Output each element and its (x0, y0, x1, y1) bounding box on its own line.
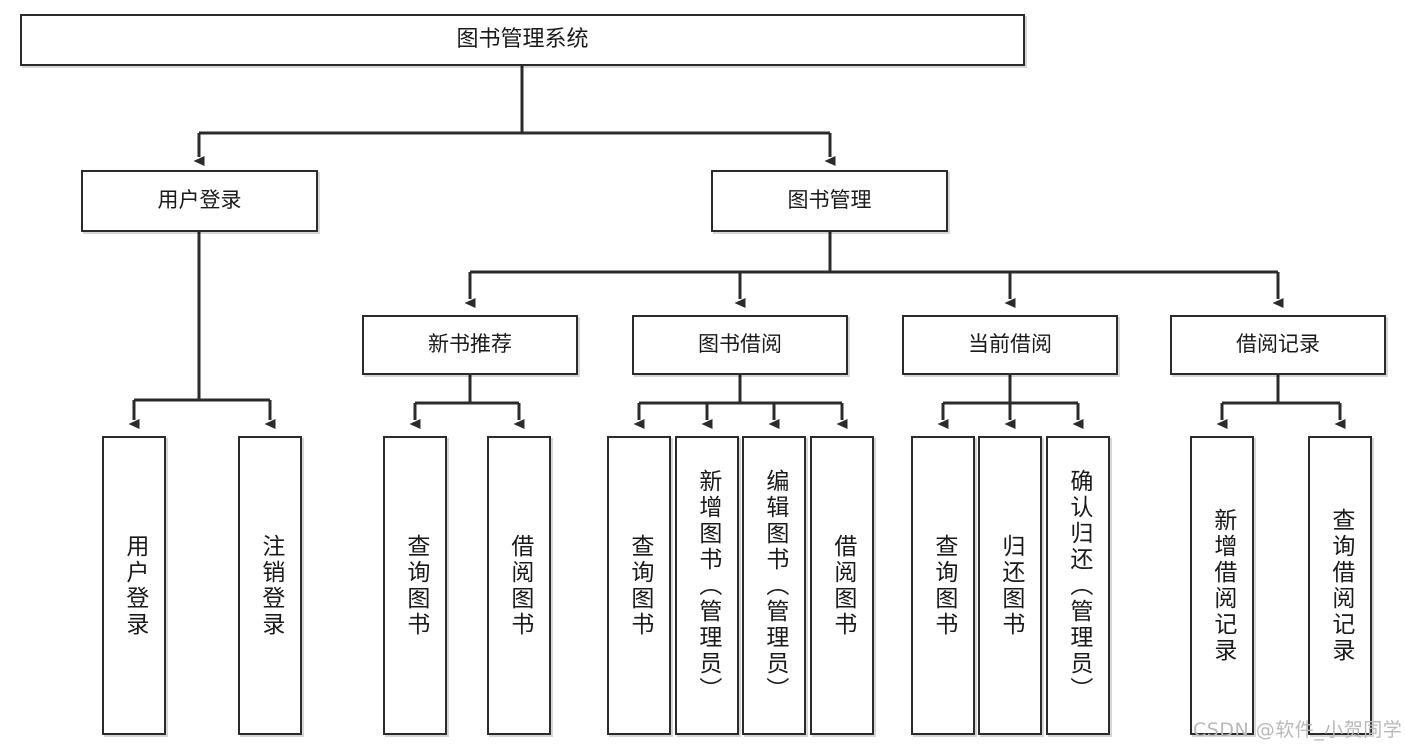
node-leaf-borrow-book-1-label: 借阅图书 (506, 533, 533, 638)
node-leaf-logout-label: 注销登录 (257, 533, 284, 638)
node-leaf-user-login[interactable]: 用户登录 (102, 436, 166, 735)
node-leaf-query-record[interactable]: 查询借阅记录 (1308, 436, 1372, 735)
node-leaf-confirm-return[interactable]: 确认归还（管理员） (1046, 436, 1110, 735)
node-leaf-edit-book[interactable]: 编辑图书（管理员） (742, 436, 806, 735)
node-leaf-query-record-label: 查询借阅记录 (1327, 507, 1354, 664)
node-current-borrow[interactable]: 当前借阅 (902, 315, 1118, 375)
node-leaf-add-record[interactable]: 新增借阅记录 (1190, 436, 1254, 735)
node-leaf-query-book-3[interactable]: 查询图书 (911, 436, 975, 735)
node-borrow-record-label: 借阅记录 (1236, 332, 1320, 357)
node-leaf-logout[interactable]: 注销登录 (238, 436, 302, 735)
node-borrow-record[interactable]: 借阅记录 (1170, 315, 1386, 375)
node-leaf-add-book[interactable]: 新增图书（管理员） (675, 436, 739, 735)
node-leaf-borrow-book-1[interactable]: 借阅图书 (487, 436, 551, 735)
node-leaf-add-record-label: 新增借阅记录 (1209, 507, 1236, 664)
node-leaf-query-book-1[interactable]: 查询图书 (383, 436, 447, 735)
node-leaf-borrow-book-2[interactable]: 借阅图书 (810, 436, 874, 735)
node-leaf-return-book-label: 归还图书 (997, 533, 1024, 638)
node-leaf-borrow-book-2-label: 借阅图书 (829, 533, 856, 638)
node-book-manage-label: 图书管理 (787, 188, 872, 213)
node-new-book-rec[interactable]: 新书推荐 (362, 315, 578, 375)
node-leaf-query-book-2[interactable]: 查询图书 (607, 436, 671, 735)
node-book-borrow[interactable]: 图书借阅 (632, 315, 848, 375)
node-leaf-query-book-3-label: 查询图书 (930, 533, 957, 638)
node-leaf-query-book-1-label: 查询图书 (402, 533, 429, 638)
node-leaf-add-book-label: 新增图书（管理员） (694, 468, 721, 703)
node-new-book-rec-label: 新书推荐 (428, 332, 512, 357)
node-root-label: 图书管理系统 (456, 26, 589, 52)
node-root[interactable]: 图书管理系统 (20, 14, 1025, 66)
node-leaf-query-book-2-label: 查询图书 (626, 533, 653, 638)
node-leaf-edit-book-label: 编辑图书（管理员） (761, 468, 788, 703)
node-user-login[interactable]: 用户登录 (81, 170, 318, 232)
node-current-borrow-label: 当前借阅 (968, 332, 1052, 357)
node-user-login-label: 用户登录 (157, 188, 242, 213)
node-book-borrow-label: 图书借阅 (698, 332, 782, 357)
node-leaf-confirm-return-label: 确认归还（管理员） (1065, 468, 1092, 703)
node-leaf-user-login-label: 用户登录 (121, 533, 148, 638)
node-leaf-return-book[interactable]: 归还图书 (978, 436, 1042, 735)
node-book-manage[interactable]: 图书管理 (711, 170, 948, 232)
